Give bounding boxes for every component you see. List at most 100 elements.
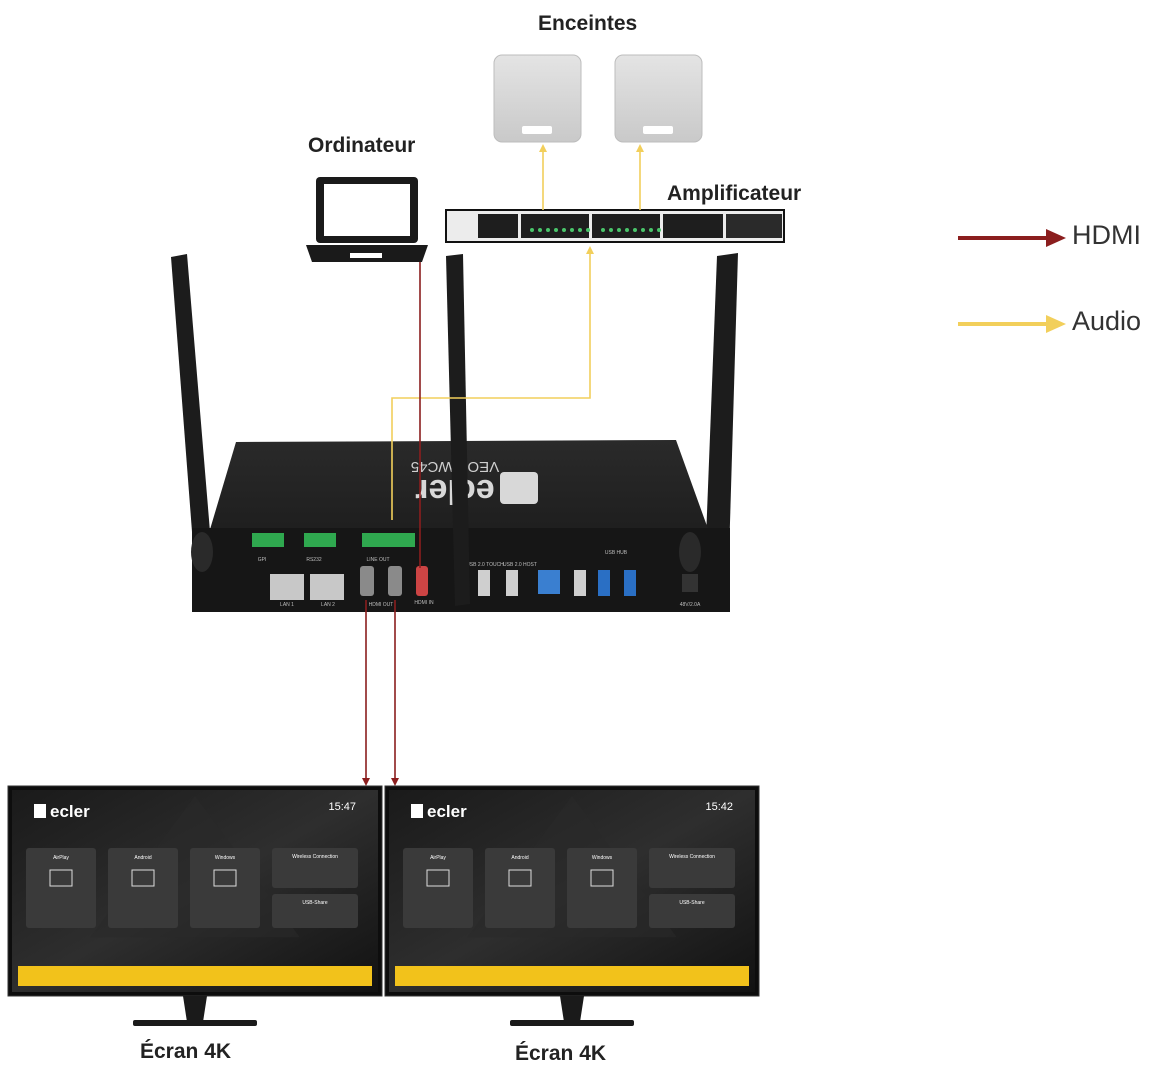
port-label: USB HUB [605,550,628,556]
screen-card-title: Wireless Connection [292,854,338,860]
legend-arrowhead-audio [1046,315,1066,333]
screen-card-title: Windows [592,855,613,861]
audio-cable-device-to-amp [391,252,591,520]
lan2-port [310,574,344,600]
usb-host-port [506,570,518,596]
screen-card-title: Wireless Connection [669,854,715,860]
monitor-base [510,1020,634,1026]
laptop-computer [306,177,428,262]
amp-led [586,228,590,232]
amp-led [625,228,629,232]
hdmi-arrow-screen-right [391,778,399,786]
screen-card [190,848,260,928]
amp-led [546,228,550,232]
legend [958,229,1066,333]
amp-led [641,228,645,232]
screen-status-bar [18,966,372,986]
screen-card [567,848,637,928]
screen-status-bar [395,966,749,986]
screen-card [272,894,358,928]
label-computer: Ordinateur [308,134,416,157]
screen-card-icon [590,869,614,887]
port-label: HDMI OUT [369,602,394,608]
screen-card-title: AirPlay [53,855,69,861]
hdmi-out-port-2 [388,566,402,596]
screen-card [649,894,735,928]
terminal-block [252,533,284,547]
amp-led [578,228,582,232]
screen-time: 15:42 [705,801,733,813]
screen-card [403,848,473,928]
screen-card-title: AirPlay [430,855,446,861]
cables [362,144,644,786]
audio-arrow-speaker-left [539,144,547,152]
usb-hub-port-3 [624,570,636,596]
monitor-neck [183,996,207,1022]
speaker-left [493,54,582,143]
label-screen-right: Écran 4K [515,1042,607,1065]
port-label: USB 2.0 TOUCH [466,562,504,568]
screen-card [272,848,358,888]
power-port [682,574,698,592]
port-label: LAN 1 [280,602,294,608]
screen-card-title: Android [511,855,528,861]
screen-card [26,848,96,928]
hdmi-in-port [416,566,428,596]
usb-hub-port-2 [598,570,610,596]
amp-led [601,228,605,232]
screen-logo-mark [411,804,423,818]
legend-arrowhead-hdmi [1046,229,1066,247]
amp-led [570,228,574,232]
screen-brand: ecler [427,802,467,821]
amp-led [649,228,653,232]
screen-card-icon [508,869,532,887]
terminal-block [304,533,336,547]
amp-led [633,228,637,232]
legend-label-audio: Audio [1072,306,1142,336]
screen-card [649,848,735,888]
legend-label-hdmi: HDMI [1072,220,1141,250]
monitor-neck [560,996,584,1022]
label-screen-left: Écran 4K [140,1040,232,1063]
amp-led [538,228,542,232]
port-label: LINE OUT [366,557,389,563]
lan1-port [270,574,304,600]
screen-card-title: USB-Share [679,900,705,906]
usb-b-port [538,570,560,594]
antennas [171,253,738,590]
usb-hub-port-1 [574,570,586,596]
usb-touch-port [478,570,490,596]
port-label: 48V/2.0A [680,602,701,608]
label-speakers: Enceintes [538,12,638,35]
screen-card [485,848,555,928]
screen-card-title: USB-Share [302,900,328,906]
amp-led [554,228,558,232]
screen-card-icon [213,869,237,887]
antenna-center [446,254,470,606]
port-label: LAN 2 [321,602,335,608]
monitor-base [133,1020,257,1026]
screen-card-icon [131,869,155,887]
label-amplifier: Amplificateur [667,182,802,205]
screen-card-title: Windows [215,855,236,861]
audio-arrow-amp [586,246,594,254]
screen-card-title: Android [134,855,151,861]
screen-card-icon [426,869,450,887]
port-label: GPI [258,557,267,563]
screen-brand: ecler [50,802,90,821]
screen-card [108,848,178,928]
port-label: RS232 [306,557,322,563]
amp-led [617,228,621,232]
screen-logo-mark [34,804,46,818]
terminal-block [362,533,415,547]
screen-card-icon [49,869,73,887]
amp-led [609,228,613,232]
speaker-right [614,54,703,143]
hdmi-out-port-1 [360,566,374,596]
hdmi-arrow-screen-left [362,778,370,786]
port-label: USB 2.0 HOST [503,562,537,568]
audio-arrow-speaker-right [636,144,644,152]
